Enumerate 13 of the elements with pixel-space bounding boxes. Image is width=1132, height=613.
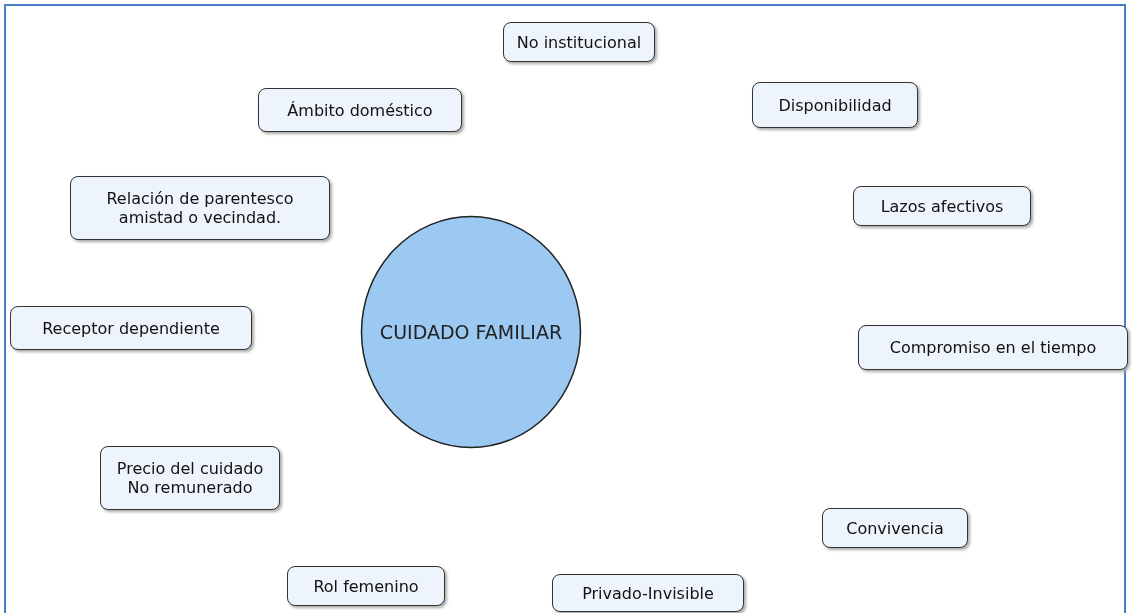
concept-box: Precio del cuidado No remunerado <box>100 446 280 510</box>
concept-box: Lazos afectivos <box>853 186 1031 226</box>
concept-box: Convivencia <box>822 508 968 548</box>
concept-box: Relación de parentesco amistad o vecindad. <box>70 176 330 240</box>
concept-box: Receptor dependiente <box>10 306 252 350</box>
central-ellipse <box>360 215 582 449</box>
central-concept-text: CUIDADO FAMILIAR <box>379 321 563 343</box>
concept-box: Privado-Invisible <box>552 574 744 612</box>
concept-box: Ámbito doméstico <box>258 88 462 132</box>
concept-box: Disponibilidad <box>752 82 918 128</box>
concept-box: Rol femenino <box>287 566 445 606</box>
concept-box: Compromiso en el tiempo <box>858 325 1128 370</box>
concept-box: No institucional <box>503 22 655 62</box>
